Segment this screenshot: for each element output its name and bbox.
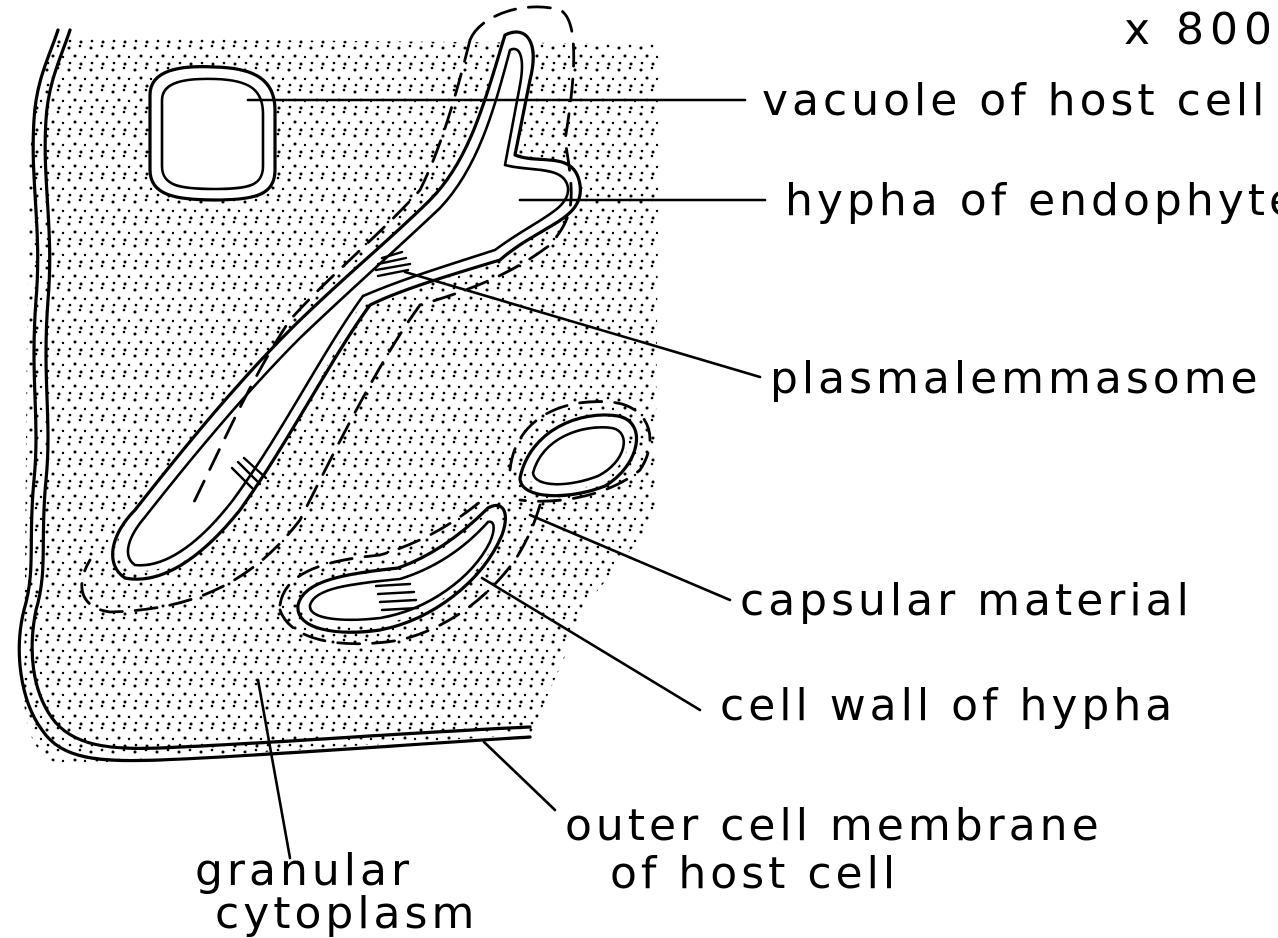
label-capsular-material: capsular material: [740, 575, 1193, 626]
leader-outer-membrane: [484, 742, 555, 810]
label-plasmalemmasome: plasmalemmasome: [770, 353, 1262, 404]
label-cell-wall: cell wall of hypha: [720, 680, 1176, 731]
label-granular-line2: cytoplasm: [215, 888, 478, 938]
magnification-label: x 800: [1124, 4, 1278, 55]
label-outer-membrane-line2: of host cell: [610, 848, 899, 899]
label-vacuole: vacuole of host cell: [762, 75, 1268, 126]
granular-cytoplasm-region: [24, 38, 660, 765]
label-outer-membrane-line1: outer cell membrane: [565, 800, 1103, 851]
label-hypha-endophyte: hypha of endophyte: [785, 175, 1278, 226]
